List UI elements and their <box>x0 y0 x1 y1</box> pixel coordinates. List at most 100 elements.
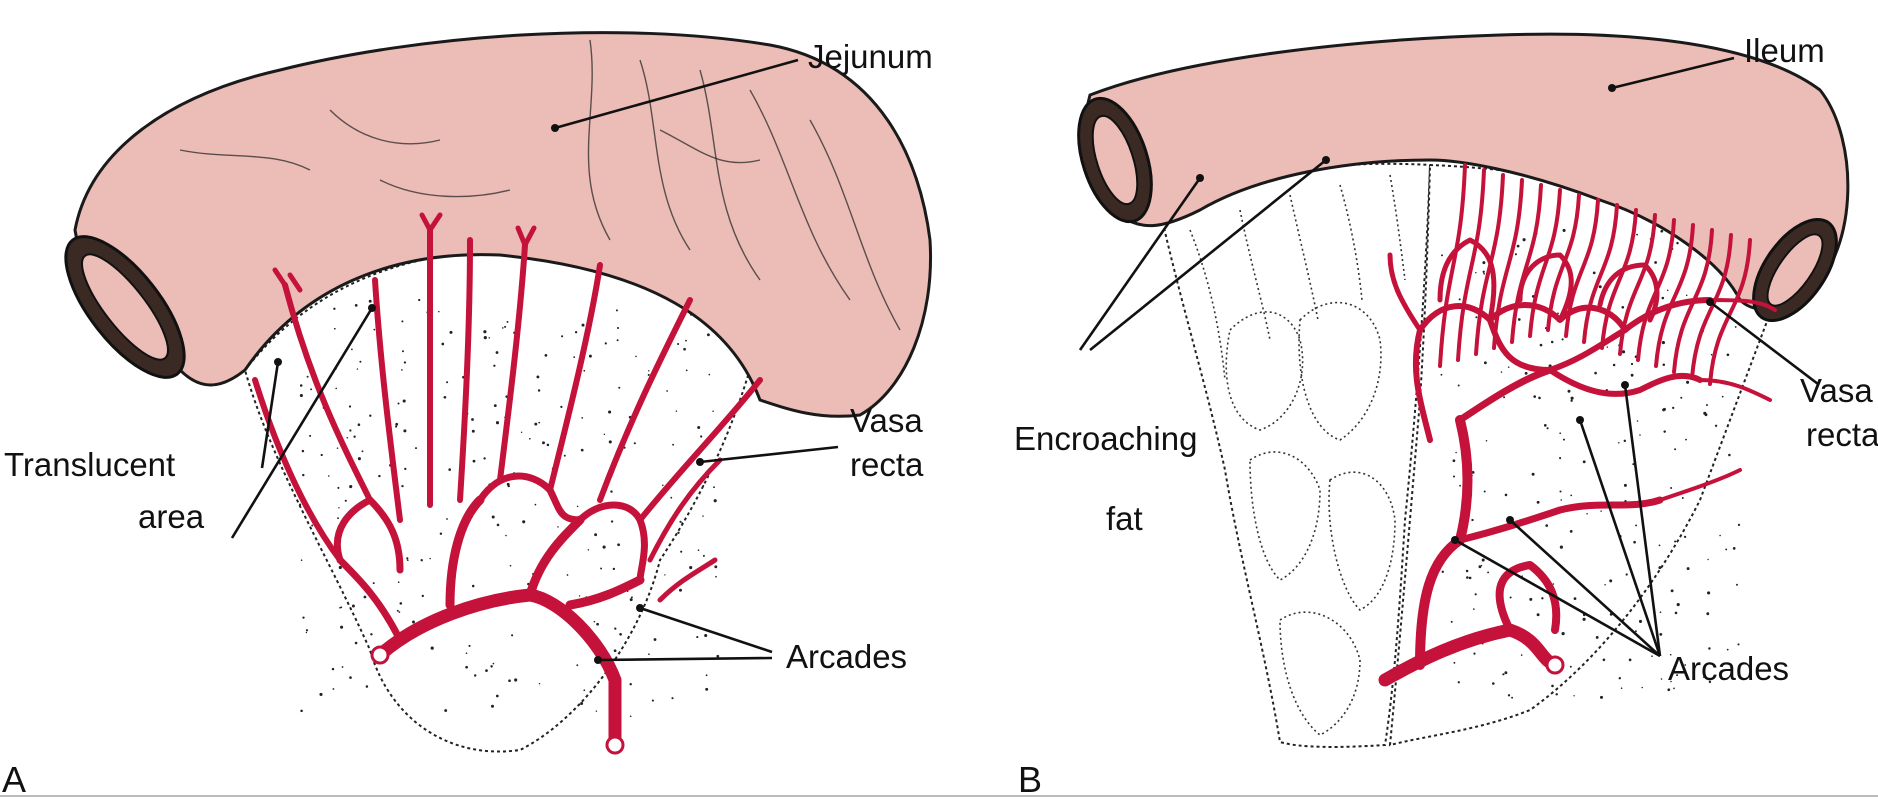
stipple-dot <box>1483 272 1485 275</box>
ileum-vessels <box>1378 163 1777 687</box>
stipple-dot <box>537 389 541 392</box>
stipple-dot <box>302 473 305 477</box>
stipple-dot <box>675 410 678 412</box>
stipple-dot <box>664 574 666 576</box>
stipple-dot <box>1706 404 1708 406</box>
stipple-dot <box>580 702 584 705</box>
stipple-dot <box>335 387 338 390</box>
label-ileum: Ileum <box>1608 32 1825 92</box>
stipple-dot <box>544 354 548 357</box>
stipple-dot <box>1561 338 1564 341</box>
stipple-dot <box>1471 471 1475 474</box>
vasa-recta-vessel <box>372 277 403 523</box>
stipple-dot <box>1483 490 1486 493</box>
stipple-dot <box>1559 490 1562 493</box>
stipple-dot <box>1684 664 1687 666</box>
stipple-dot <box>485 669 488 672</box>
fat-streak <box>1289 194 1319 321</box>
stipple-dot <box>1475 316 1478 319</box>
arcade-loop-b <box>1417 302 1628 333</box>
stipple-dot <box>602 545 606 549</box>
stipple-dot <box>332 688 335 690</box>
stipple-dot <box>536 375 540 379</box>
stipple-dot <box>677 342 680 346</box>
arcade-vessel-b <box>1456 366 1554 424</box>
stipple-dot <box>398 611 401 613</box>
stipple-dot <box>576 505 579 508</box>
vasa-recta-vessel <box>637 377 763 523</box>
main-vessel-trunk-b <box>1378 623 1562 687</box>
stipple-dot <box>685 339 687 342</box>
stipple-dot <box>310 388 313 391</box>
stipple-dot <box>1592 271 1596 275</box>
stipple-dot <box>1612 363 1616 367</box>
serosa-crease <box>587 39 611 241</box>
vasa-recta-vessel-b <box>1636 218 1676 362</box>
stipple-dot <box>1595 635 1599 639</box>
stipple-dot <box>603 433 606 436</box>
stipple-dot <box>1509 596 1512 599</box>
stipple-dot <box>670 496 673 499</box>
arcade-vessel-b <box>1708 298 1777 312</box>
serosa-crease <box>659 129 761 164</box>
stipple-dot <box>1559 432 1562 435</box>
stipple-dot <box>505 534 507 537</box>
stipple-dot <box>351 604 355 608</box>
stipple-dot <box>583 689 586 692</box>
stipple-dot <box>1471 518 1474 522</box>
stipple-dot <box>1641 686 1643 689</box>
stipple-dot <box>596 622 599 626</box>
stipple-dot <box>1681 497 1684 499</box>
stipple-dot <box>713 499 717 503</box>
stipple-dot <box>338 565 342 570</box>
stipple-dot <box>1504 671 1508 675</box>
stipple-dot <box>415 447 417 450</box>
stipple-dot <box>488 337 490 339</box>
stipple-dot <box>356 368 359 370</box>
stipple-dot <box>340 606 343 609</box>
stipple-dot <box>1662 407 1666 411</box>
arcade-vessel <box>336 556 404 644</box>
stipple-dot <box>492 662 495 665</box>
stipple-dot <box>1598 285 1602 289</box>
vasa-recta-vessel <box>647 457 723 563</box>
panel-b: Ileum Vasa recta Encroaching fat Arcades <box>1014 32 1878 799</box>
fat-lobule <box>1328 471 1396 611</box>
stipple-dot <box>406 557 409 560</box>
stipple-dot <box>679 520 682 523</box>
stipple-dot <box>448 468 451 471</box>
stipple-dot <box>610 520 614 523</box>
stipple-dot <box>1670 589 1674 593</box>
stipple-dot <box>588 354 592 358</box>
stipple-dot <box>1570 396 1574 400</box>
stipple-dot <box>1609 579 1613 583</box>
stipple-dot <box>520 431 523 434</box>
stipple-dot <box>1621 350 1626 354</box>
stipple-dot <box>1520 654 1523 656</box>
fat-streak <box>1339 184 1363 301</box>
stipple-dot <box>689 566 693 570</box>
stipple-dot <box>1680 396 1683 399</box>
stipple-dot <box>612 567 616 571</box>
stipple-dot <box>1457 681 1460 684</box>
stipple-dot <box>629 715 632 718</box>
stipple-dot <box>635 355 637 358</box>
vasa-recta-vessel-b <box>1456 168 1486 362</box>
stipple-dot <box>704 633 708 638</box>
stipple-dot <box>1559 545 1563 549</box>
stipple-dot <box>1661 296 1665 300</box>
arcade-loop-b <box>1547 367 1703 397</box>
stipple-dot <box>594 533 598 537</box>
stipple-dot <box>1552 583 1555 585</box>
stipple-dot <box>441 342 445 346</box>
stipple-dot <box>712 410 714 412</box>
stipple-dot <box>336 447 339 449</box>
arcade-vessel-b <box>1658 468 1742 502</box>
stipple-dot <box>349 676 352 679</box>
stipple-dot <box>429 557 431 560</box>
vasa-recta-vessel-b <box>1600 208 1638 350</box>
stipple-dot <box>1672 406 1675 410</box>
stipple-dot <box>331 667 335 671</box>
stipple-dot <box>1726 648 1729 651</box>
